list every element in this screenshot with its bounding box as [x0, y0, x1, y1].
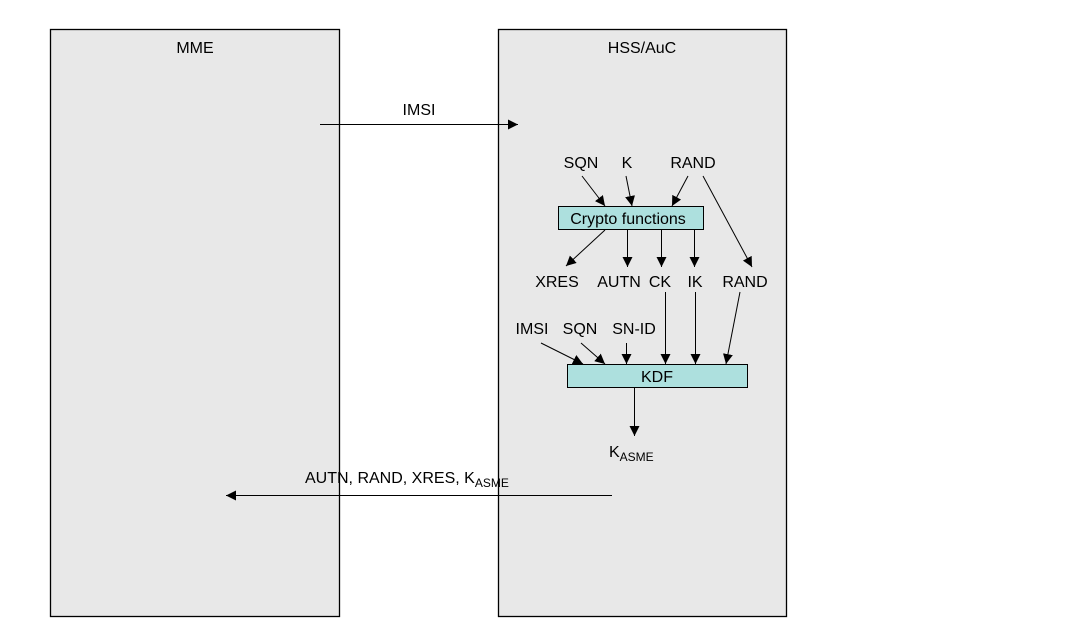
hss-box	[497, 28, 788, 618]
mme-title: MME	[176, 40, 213, 57]
arrow-rand-to-kdf	[723, 291, 741, 365]
arrow-sqn-to-kdf	[580, 342, 606, 365]
arrow-rand-to-crypto	[671, 175, 689, 207]
crypto-functions-label: Crypto functions	[570, 211, 686, 228]
response-label: AUTN, RAND, XRES, KASME	[305, 470, 509, 490]
crypto-input-sqn: SQN	[564, 155, 599, 172]
crypto-output-rand: RAND	[722, 274, 767, 291]
response-label-main: AUTN, RAND, XRES, K	[305, 470, 475, 487]
crypto-functions-box	[558, 206, 704, 230]
kdf-box	[567, 364, 748, 388]
response-label-sub: ASME	[475, 476, 509, 490]
arrow-imsi-to-kdf	[540, 342, 584, 365]
crypto-input-rand: RAND	[670, 155, 715, 172]
kasme-output-sub: ASME	[620, 450, 654, 464]
crypto-output-autn: AUTN	[597, 274, 641, 291]
crypto-output-ck: CK	[649, 274, 672, 291]
kasme-output: KASME	[609, 444, 654, 464]
kdf-input-sqn: SQN	[563, 321, 598, 338]
mme-box	[49, 28, 341, 618]
crypto-output-xres: XRES	[535, 274, 579, 291]
crypto-output-ik: IK	[687, 274, 702, 291]
arrow-k-to-crypto	[625, 175, 635, 207]
imsi-request-label: IMSI	[403, 102, 436, 119]
arrow-crypto-to-xres	[565, 229, 606, 267]
arrow-sqn-to-crypto	[581, 175, 606, 207]
kdf-label: KDF	[641, 369, 673, 386]
hss-title: HSS/AuC	[608, 40, 676, 57]
kdf-input-sn-id: SN-ID	[612, 321, 656, 338]
kdf-input-imsi: IMSI	[516, 321, 549, 338]
kasme-output-main: K	[609, 444, 620, 461]
arrow-rand-passthrough	[702, 175, 753, 268]
crypto-input-k: K	[622, 155, 633, 172]
